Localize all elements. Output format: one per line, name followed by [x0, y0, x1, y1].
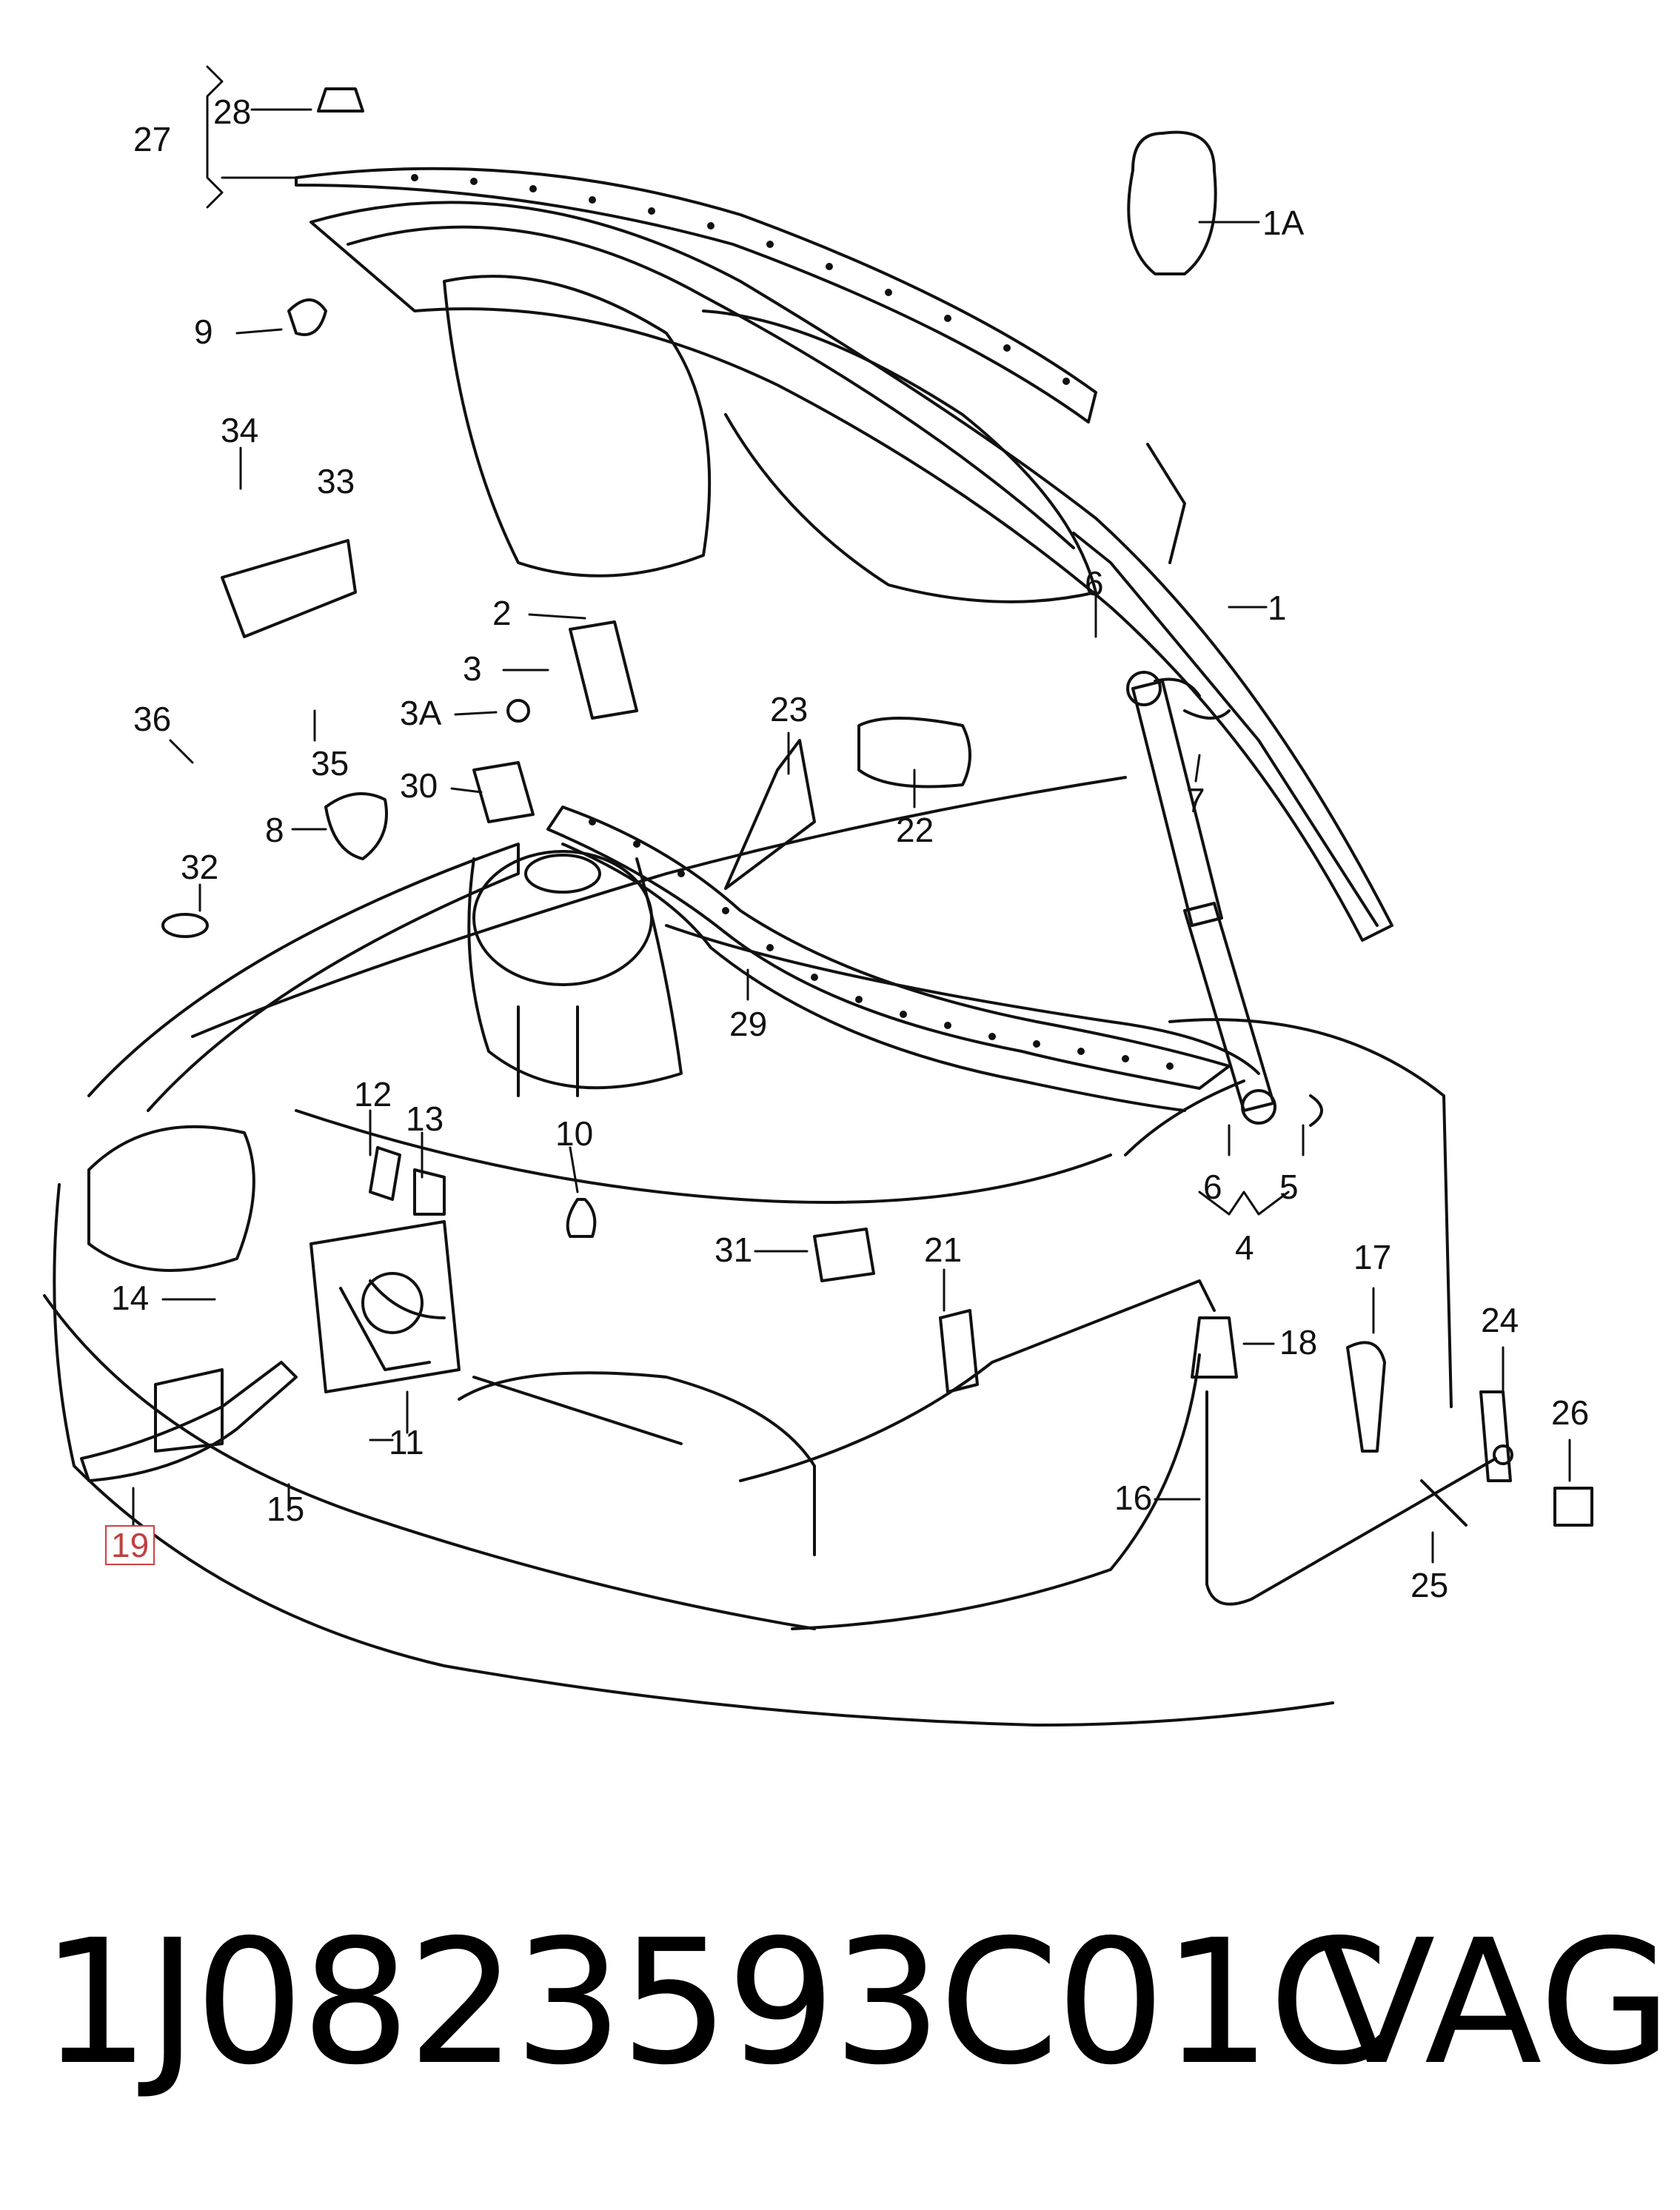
- callout-7: 7: [1186, 781, 1205, 820]
- callout-1a: 1A: [1262, 204, 1305, 242]
- callout-6-lower: 6: [1203, 1168, 1222, 1206]
- callout-18: 18: [1279, 1323, 1318, 1362]
- callout-21: 21: [924, 1230, 963, 1269]
- hood-seal-strip: [295, 167, 1097, 423]
- exploded-parts-diagram: [43, 65, 1593, 1727]
- callout-8: 8: [265, 811, 284, 849]
- callout-33: 33: [317, 462, 355, 500]
- callout-16: 16: [1114, 1479, 1153, 1517]
- callout-6-upper: 6: [1085, 564, 1104, 603]
- callout-3a: 3A: [400, 694, 442, 732]
- bonnet-panel: [309, 201, 1393, 942]
- engine-bay-body: [87, 776, 1453, 1408]
- callout-23: 23: [770, 690, 809, 729]
- callout-35: 35: [311, 744, 349, 783]
- callout-32: 32: [181, 848, 219, 886]
- callout-5: 5: [1279, 1168, 1299, 1206]
- callout-27: 27: [133, 120, 172, 158]
- callout-28: 28: [213, 93, 252, 131]
- brand-label: VAG: [1318, 1903, 1673, 2103]
- callout-34: 34: [221, 411, 259, 449]
- callout-11: 11: [389, 1423, 424, 1461]
- callout-1: 1: [1268, 589, 1287, 627]
- callout-12: 12: [354, 1075, 392, 1114]
- callout-26: 26: [1551, 1393, 1590, 1432]
- callout-25: 25: [1410, 1566, 1449, 1604]
- front-bumper: [43, 1125, 1334, 1727]
- callout-4: 4: [1235, 1228, 1254, 1267]
- hood-release-cable: [472, 1279, 1513, 1606]
- callout-19-highlighted[interactable]: 19: [105, 1525, 155, 1565]
- callout-2: 2: [492, 594, 512, 632]
- callout-10: 10: [555, 1114, 594, 1153]
- callout-14: 14: [111, 1279, 150, 1317]
- callout-13: 13: [406, 1099, 444, 1138]
- callout-31: 31: [714, 1230, 753, 1269]
- callout-29: 29: [729, 1005, 768, 1043]
- small-parts: [161, 87, 1593, 1527]
- callout-30: 30: [400, 766, 438, 805]
- callout-24: 24: [1481, 1301, 1519, 1339]
- gas-strut: [1126, 671, 1276, 1125]
- callout-9: 9: [194, 312, 213, 351]
- callout-36: 36: [133, 700, 172, 738]
- callout-leaders: [132, 65, 1571, 1564]
- part-number: 1J0823593C01C: [41, 1903, 1388, 2103]
- callout-3: 3: [463, 649, 482, 688]
- cross-member: [546, 806, 1231, 1112]
- hood-lock-assembly: [309, 1220, 461, 1393]
- callout-15: 15: [267, 1490, 305, 1528]
- release-handle: [80, 1361, 298, 1482]
- callout-22: 22: [896, 811, 934, 849]
- callout-17: 17: [1353, 1238, 1392, 1276]
